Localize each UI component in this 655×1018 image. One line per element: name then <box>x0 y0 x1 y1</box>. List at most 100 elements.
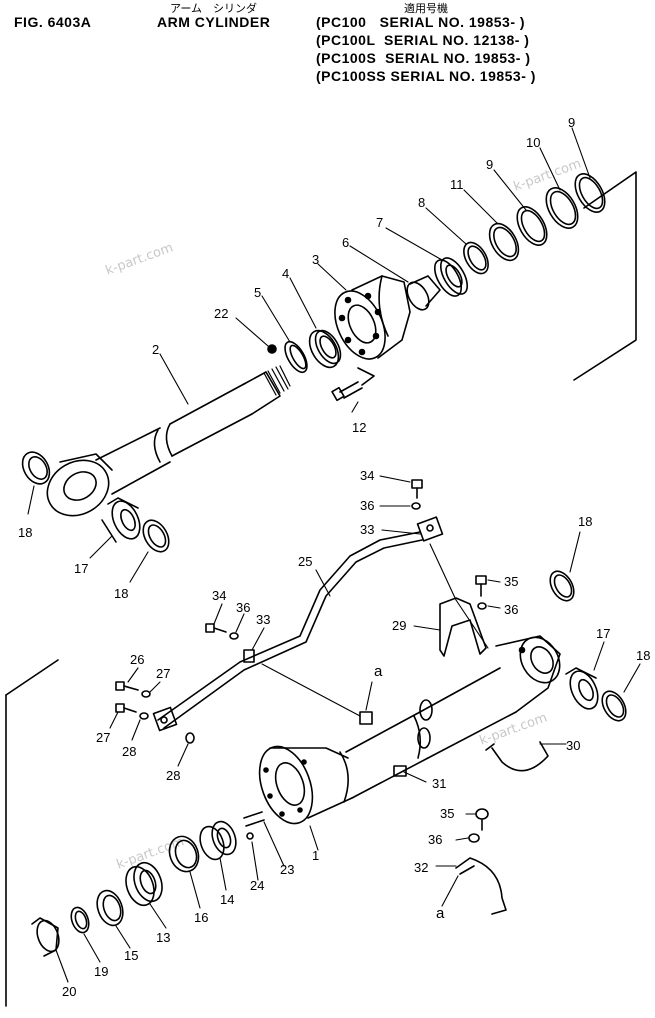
applicable-models-kana: 適用号機 <box>404 2 448 15</box>
part-18-ring-c <box>549 570 575 602</box>
label-19: 19 <box>94 964 108 979</box>
part-3-cylinder-head <box>334 275 411 360</box>
part-11-ring <box>488 222 520 262</box>
part-14-piston <box>199 820 237 861</box>
figure-title: ARM CYLINDER <box>157 14 271 30</box>
label-18-d: 18 <box>636 648 650 663</box>
label-26: 27 <box>96 730 110 745</box>
label-36-a: 36 <box>360 498 374 513</box>
part-17-bushing-b <box>565 667 599 710</box>
label-25: 26 <box>130 652 144 667</box>
label-11: 11 <box>450 177 464 192</box>
label-27-a: 27 <box>156 666 170 681</box>
label-36-d: 36 <box>428 832 442 847</box>
part-25-bolt <box>115 681 139 691</box>
part-7-packing <box>433 259 463 297</box>
label-10: 10 <box>526 135 540 150</box>
label-30: 30 <box>566 738 580 753</box>
label-17-b: 17 <box>596 626 610 641</box>
part-9-ring-b <box>574 173 606 213</box>
label-29: 29 <box>392 618 406 633</box>
label-28: 28 <box>166 768 180 783</box>
label-13: 13 <box>156 930 170 945</box>
part-9-ring-a <box>516 206 548 246</box>
part-33-flange-a <box>416 516 444 542</box>
part-33-flange-b <box>152 706 178 732</box>
label-27-b: 28 <box>122 744 136 759</box>
clip-a-upper <box>359 711 373 725</box>
label-34-a: 34 <box>360 468 374 483</box>
label-35-b: 35 <box>440 806 454 821</box>
label-31: 31 <box>432 776 446 791</box>
part-18-ring-d <box>601 690 627 722</box>
figure-number: FIG. 6403A <box>14 14 92 30</box>
part-34-bolt-a <box>411 479 423 499</box>
part-21-setscrew <box>243 811 265 827</box>
part-4-packing <box>308 329 340 369</box>
label-33-b: 33 <box>256 612 270 627</box>
label-12: 12 <box>352 420 366 435</box>
label-22: 22 <box>214 306 228 321</box>
part-15-ring <box>96 889 124 927</box>
part-12-bolt <box>331 367 375 402</box>
label-9-top: 9 <box>568 115 575 130</box>
part-22 <box>267 344 277 354</box>
rod-eye-outer <box>46 459 110 517</box>
label-8: 8 <box>418 195 425 210</box>
label-24: 25 <box>298 554 312 569</box>
part-28-oring <box>185 732 195 744</box>
label-36-c: 36 <box>236 600 250 615</box>
part-36-washer-d <box>468 833 480 843</box>
part-26-bolt <box>115 703 137 713</box>
part-27-washer-b <box>139 712 149 720</box>
label-23: 24 <box>250 878 264 893</box>
part-16-ring <box>168 835 200 873</box>
model-line-1: (PC100 SERIAL NO. 19853- ) <box>316 14 526 30</box>
part-30-clamp <box>491 741 549 772</box>
model-line-4: (PC100SS SERIAL NO. 19853- ) <box>316 68 536 84</box>
part-32-clamp <box>455 857 507 915</box>
label-21: 23 <box>280 862 294 877</box>
callout-a-lower: a <box>436 905 445 922</box>
rod-eye-inner <box>63 471 97 501</box>
frame-right <box>573 171 637 381</box>
part-36-washer-b <box>229 632 239 640</box>
part-36-washer-c <box>477 602 487 610</box>
label-5: 5 <box>254 285 261 300</box>
clip-33 <box>243 649 255 663</box>
label-18-b: 18 <box>114 586 128 601</box>
part-5-snap-ring <box>284 340 308 374</box>
label-7: 7 <box>376 215 383 230</box>
part-20-nut <box>31 917 60 957</box>
label-20: 20 <box>62 984 76 999</box>
label-3: 3 <box>312 252 319 267</box>
part-13-piston-ring <box>125 861 163 907</box>
label-1: 1 <box>312 848 319 863</box>
part-34-bolt-b <box>205 623 227 633</box>
part-29-bracket <box>439 597 487 657</box>
label-16: 16 <box>194 910 208 925</box>
part-1-cylinder-tube <box>258 635 561 825</box>
label-35-a: 35 <box>504 574 518 589</box>
label-18-c: 18 <box>578 514 592 529</box>
label-33-a: 33 <box>360 522 374 537</box>
frame-left <box>5 659 59 696</box>
label-18-a: 18 <box>18 525 32 540</box>
part-35-bolt-a <box>475 575 487 597</box>
part-17-bushing-a <box>101 497 141 543</box>
part-18-ring-a <box>21 451 51 485</box>
part-labels: 9 10 9 11 8 7 6 3 4 5 22 2 12 18 17 18 3… <box>18 115 650 999</box>
model-line-3: (PC100S SERIAL NO. 19853- ) <box>316 50 531 66</box>
label-17-a: 17 <box>74 561 88 576</box>
label-14: 14 <box>220 892 234 907</box>
leader-lines <box>27 127 641 983</box>
label-9: 9 <box>486 157 493 172</box>
label-6: 6 <box>342 235 349 250</box>
label-36-b: 36 <box>504 602 518 617</box>
part-36-washer-a <box>411 502 421 510</box>
part-24-pipe <box>157 531 423 729</box>
part-27-washer-a <box>141 690 151 698</box>
figure-title-kana: アーム シリンダ <box>170 2 258 15</box>
part-10-ring <box>545 187 579 229</box>
